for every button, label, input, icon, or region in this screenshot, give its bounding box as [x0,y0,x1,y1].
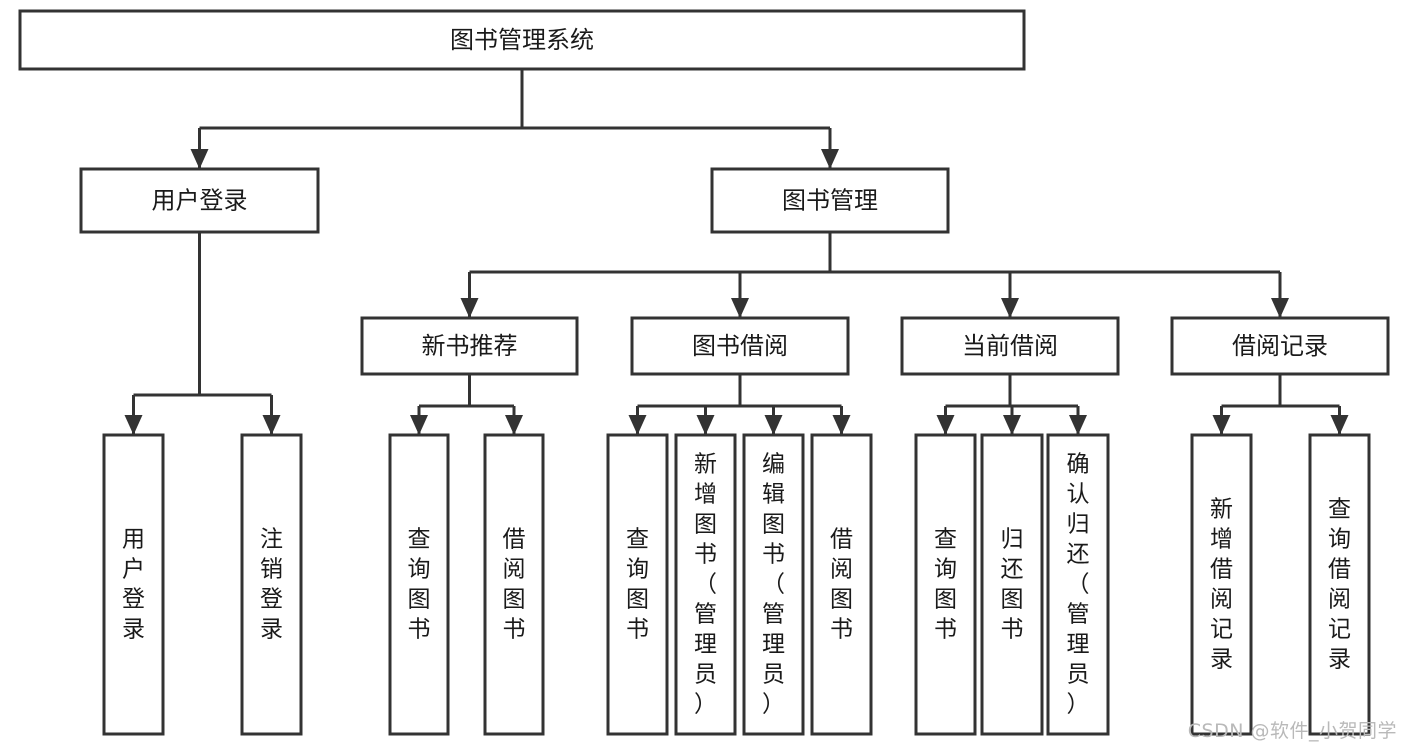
node-box [710,167,950,234]
node-leaf-new-borrow[interactable]: 借阅图书 [483,433,545,736]
node-box [388,433,450,736]
arrow-head-icon [821,149,839,169]
arrow-head-icon [1069,415,1087,435]
node-leaf-borrow-lend[interactable]: 借阅图书 [810,433,873,736]
node-box [1170,316,1390,376]
node-box [360,316,579,376]
connectors-layer [124,69,1349,435]
node-box [18,9,1026,71]
nodes-layer: 图书管理系统用户登录图书管理新书推荐图书借阅当前借阅借阅记录用户登录注销登录查询… [18,9,1390,736]
node-label: 查询图书 [934,526,957,642]
node-leaf-borrow-add[interactable]: 新增图书（管理员） [674,433,737,736]
node-records[interactable]: 借阅记录 [1170,316,1390,376]
node-leaf-borrow-edit[interactable]: 编辑图书（管理员） [742,433,805,736]
node-box [980,433,1044,736]
arrow-head-icon [1330,415,1349,435]
node-label: 新增图书（管理员） [694,451,717,717]
arrow-head-icon [124,415,143,435]
node-box [1308,433,1371,736]
arrow-head-icon [1003,415,1021,435]
node-box [240,433,303,736]
watermark-text: CSDN @软件_小贺同学 [1187,720,1397,742]
node-label: 新书推荐 [422,332,518,360]
node-borrow[interactable]: 图书借阅 [630,316,850,376]
arrow-head-icon [505,415,523,435]
node-box [674,433,737,736]
arrow-head-icon [190,149,209,169]
arrow-head-icon [460,298,479,318]
node-newbook[interactable]: 新书推荐 [360,316,579,376]
node-label: 新增借阅记录 [1210,496,1233,672]
node-label: 查询图书 [408,526,431,642]
node-leaf-user-logout[interactable]: 注销登录 [240,433,303,736]
node-label: 用户登录 [122,526,145,642]
node-box [630,316,850,376]
node-label: 归还图书 [1001,526,1024,642]
node-bookmgmt[interactable]: 图书管理 [710,167,950,234]
node-label: 查询借阅记录 [1328,496,1351,672]
node-box [606,433,669,736]
node-label: 图书管理 [782,187,878,215]
node-box [810,433,873,736]
node-current[interactable]: 当前借阅 [900,316,1120,376]
node-root[interactable]: 图书管理系统 [18,9,1026,71]
node-label: 当前借阅 [962,332,1058,360]
node-leaf-borrow-query[interactable]: 查询图书 [606,433,669,736]
node-leaf-current-return[interactable]: 归还图书 [980,433,1044,736]
node-label: 图书管理系统 [450,26,594,54]
node-box [900,316,1120,376]
node-leaf-records-query[interactable]: 查询借阅记录 [1308,433,1371,736]
node-label: 注销登录 [260,526,283,642]
arrow-head-icon [1001,298,1019,318]
node-label: 确认归还（管理员） [1067,451,1090,717]
arrow-head-icon [262,415,281,435]
node-box [1046,433,1110,736]
node-box [79,167,320,234]
arrow-head-icon [1271,298,1289,318]
arrow-head-icon [410,415,428,435]
node-login[interactable]: 用户登录 [79,167,320,234]
node-label: 借阅记录 [1232,332,1328,360]
arrow-head-icon [1212,415,1231,435]
arrow-head-icon [628,415,647,435]
arrow-head-icon [731,298,749,318]
arrow-head-icon [696,415,715,435]
node-leaf-current-query[interactable]: 查询图书 [914,433,977,736]
arrow-head-icon [764,415,783,435]
arrow-head-icon [832,415,851,435]
node-box [914,433,977,736]
node-label: 借阅图书 [830,526,853,642]
node-label: 用户登录 [152,187,248,215]
node-label: 图书借阅 [692,332,788,360]
node-box [483,433,545,736]
node-box [1190,433,1253,736]
node-box [742,433,805,736]
node-label: 查询图书 [626,526,649,642]
node-label: 借阅图书 [503,526,526,642]
node-label: 编辑图书（管理员） [762,451,785,717]
node-leaf-records-add[interactable]: 新增借阅记录 [1190,433,1253,736]
node-box [102,433,165,736]
arrow-head-icon [936,415,955,435]
node-leaf-new-query[interactable]: 查询图书 [388,433,450,736]
node-leaf-current-confirm[interactable]: 确认归还（管理员） [1046,433,1110,736]
node-leaf-user-login[interactable]: 用户登录 [102,433,165,736]
